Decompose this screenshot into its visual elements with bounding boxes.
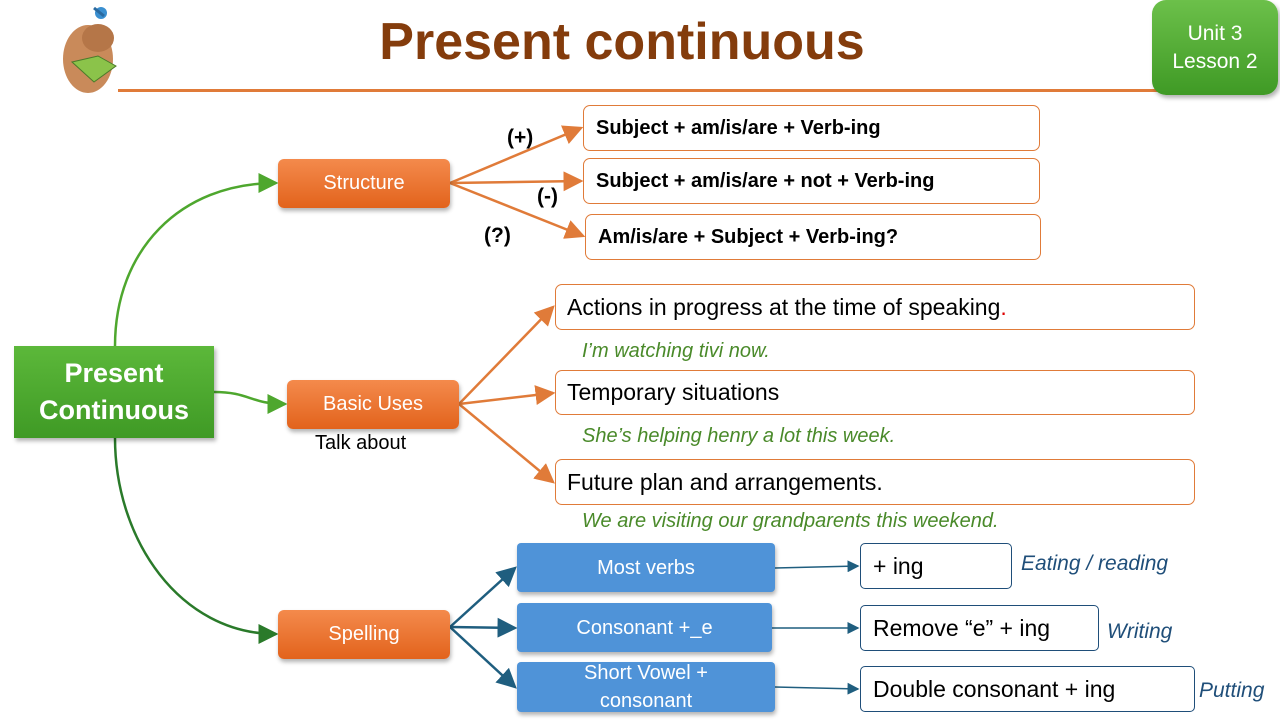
sign-question: (?): [484, 224, 511, 247]
unit-label: Unit 3: [1187, 22, 1243, 45]
unit-lesson-badge: Unit 3 Lesson 2: [1152, 0, 1278, 95]
spelling-case: Most verbs: [517, 543, 775, 592]
spelling-example: Writing: [1107, 620, 1173, 643]
basic-uses-node: Basic Uses: [287, 380, 459, 429]
use-dot: .: [1000, 293, 1007, 320]
talk-about-note: Talk about: [315, 432, 407, 454]
spelling-rule: Double consonant + ing: [860, 666, 1195, 712]
formula-question: Am/is/are + Subject + Verb-ing?: [585, 214, 1041, 260]
lesson-label: Lesson 2: [1172, 50, 1258, 73]
page-title: Present continuous: [379, 13, 865, 71]
use-example: We are visiting our grandparents this we…: [582, 510, 999, 532]
root-line2: Continuous: [39, 395, 189, 425]
spelling-example: Eating / reading: [1021, 552, 1169, 575]
formula-positive: Subject + am/is/are + Verb-ing: [583, 105, 1040, 151]
sign-positive: (+): [507, 126, 534, 149]
capybara-mascot-icon: [63, 6, 117, 93]
spelling-example: Putting: [1199, 679, 1265, 702]
formula-negative: Subject + am/is/are + not + Verb-ing: [583, 158, 1040, 204]
spelling-case: Short Vowel + consonant: [517, 662, 775, 712]
use-item: Temporary situations: [555, 370, 1195, 415]
use-item: Actions in progress at the time of speak…: [555, 284, 1195, 330]
title-divider: [118, 89, 1163, 92]
spelling-rule: + ing: [860, 543, 1012, 589]
use-example: She’s helping henry a lot this week.: [582, 425, 896, 447]
use-example: I’m watching tivi now.: [582, 340, 770, 362]
spelling-node: Spelling: [278, 610, 450, 659]
structure-node: Structure: [278, 159, 450, 208]
spelling-rule: Remove “e” + ing: [860, 605, 1099, 651]
root-line1: Present: [64, 358, 164, 388]
use-item: Future plan and arrangements.: [555, 459, 1195, 505]
sign-negative: (-): [537, 185, 558, 208]
use-text: Actions in progress at the time of speak…: [567, 293, 1001, 320]
spelling-case: Consonant +_e: [517, 603, 772, 652]
